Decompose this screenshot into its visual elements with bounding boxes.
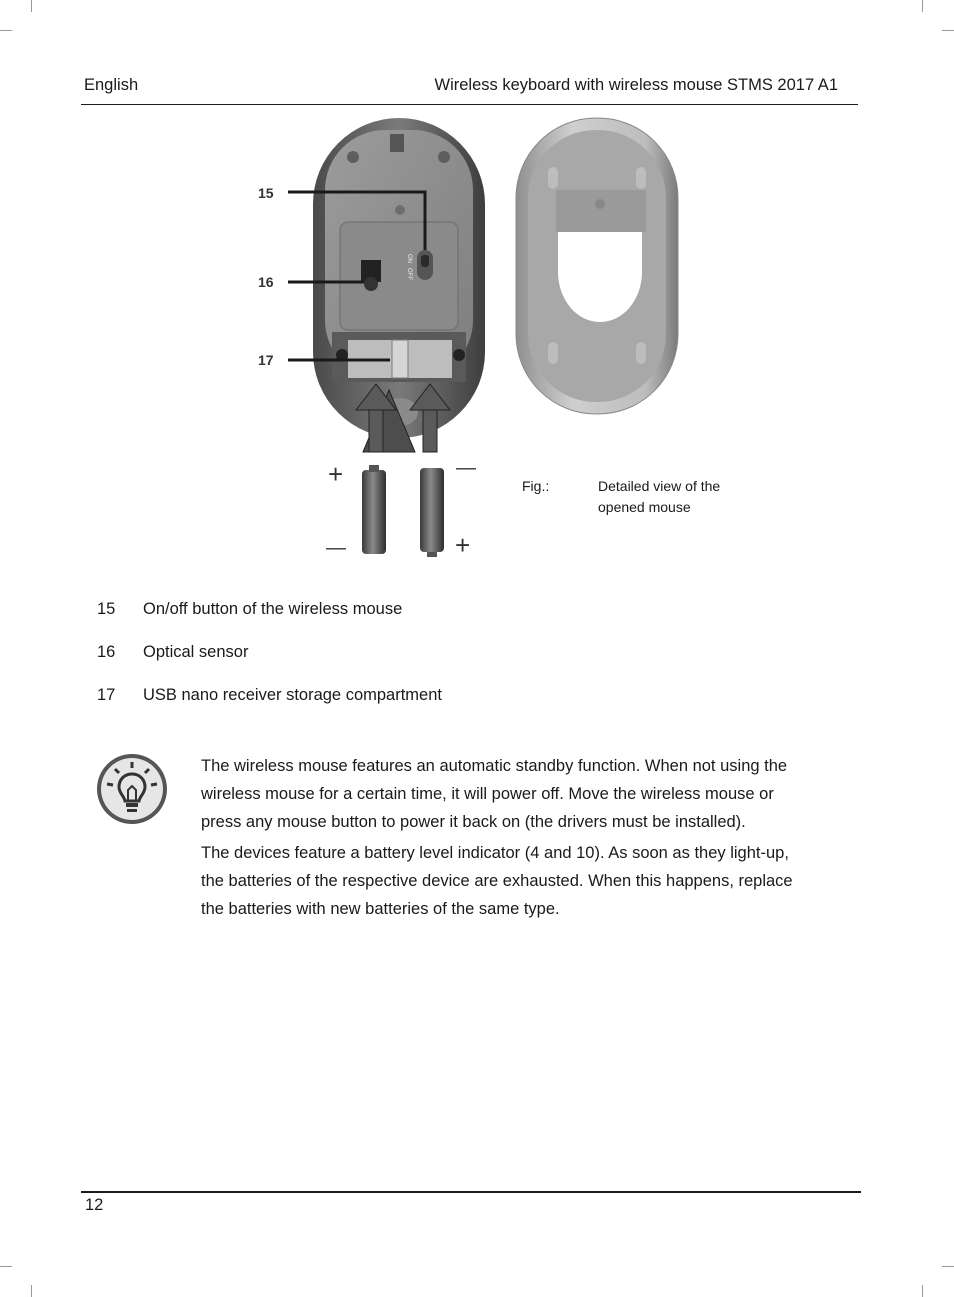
note-paragraph: The devices feature a battery level indi… [201, 844, 793, 918]
figure-caption-label: Fig.: [522, 478, 550, 494]
header-rule [81, 104, 858, 105]
legend-number: 15 [97, 600, 116, 618]
optical-sensor [361, 260, 381, 291]
arrow-up-icon [354, 383, 416, 453]
battery-compartment [332, 332, 466, 426]
crop-mark [942, 1266, 954, 1267]
crop-mark [922, 0, 923, 12]
callout-17: 17 [258, 352, 274, 368]
footer-rule [81, 1191, 861, 1193]
polarity-minus-left: — [326, 537, 346, 559]
battery-right [420, 468, 444, 557]
battery-left [362, 465, 386, 554]
switch-label-on: ON [406, 254, 412, 263]
note-paragraph: The wireless mouse features an automatic… [201, 757, 788, 831]
legend-text: Optical sensor [143, 643, 249, 661]
callout-line-15 [288, 190, 427, 250]
polarity-minus-right: — [456, 457, 476, 479]
polarity-plus-right: + [455, 530, 470, 560]
legend-text: USB nano receiver storage compartment [143, 686, 442, 704]
mouse-figure: ON OFF 15 16 17 [258, 117, 679, 560]
page-number: 12 [85, 1196, 104, 1214]
lightbulb-icon [97, 754, 167, 824]
legend-number: 17 [97, 686, 116, 704]
arrow-up-icon [408, 383, 452, 453]
note-text: The wireless mouse features an automatic… [201, 752, 801, 926]
crop-mark [0, 30, 12, 31]
header-language: English [84, 76, 139, 94]
switch-label-off: OFF [406, 268, 412, 280]
polarity-plus-left: + [328, 459, 343, 489]
on-off-switch [417, 250, 433, 280]
callout-15: 15 [258, 185, 274, 201]
mouse-bottom: ON OFF [313, 118, 485, 438]
battery-cover [515, 117, 679, 415]
crop-mark [0, 1266, 12, 1267]
page-header: English Wireless keyboard with wireless … [84, 76, 838, 98]
crop-mark [922, 1285, 923, 1297]
legend-number: 16 [97, 643, 116, 661]
crop-mark [31, 0, 32, 12]
crop-mark [942, 30, 954, 31]
figure-caption-text: Detailed view of the opened mouse [598, 478, 721, 515]
callout-16: 16 [258, 274, 274, 290]
legend-text: On/off button of the wireless mouse [143, 600, 403, 618]
header-title: Wireless keyboard with wireless mouse ST… [434, 76, 839, 94]
crop-mark [31, 1285, 32, 1297]
